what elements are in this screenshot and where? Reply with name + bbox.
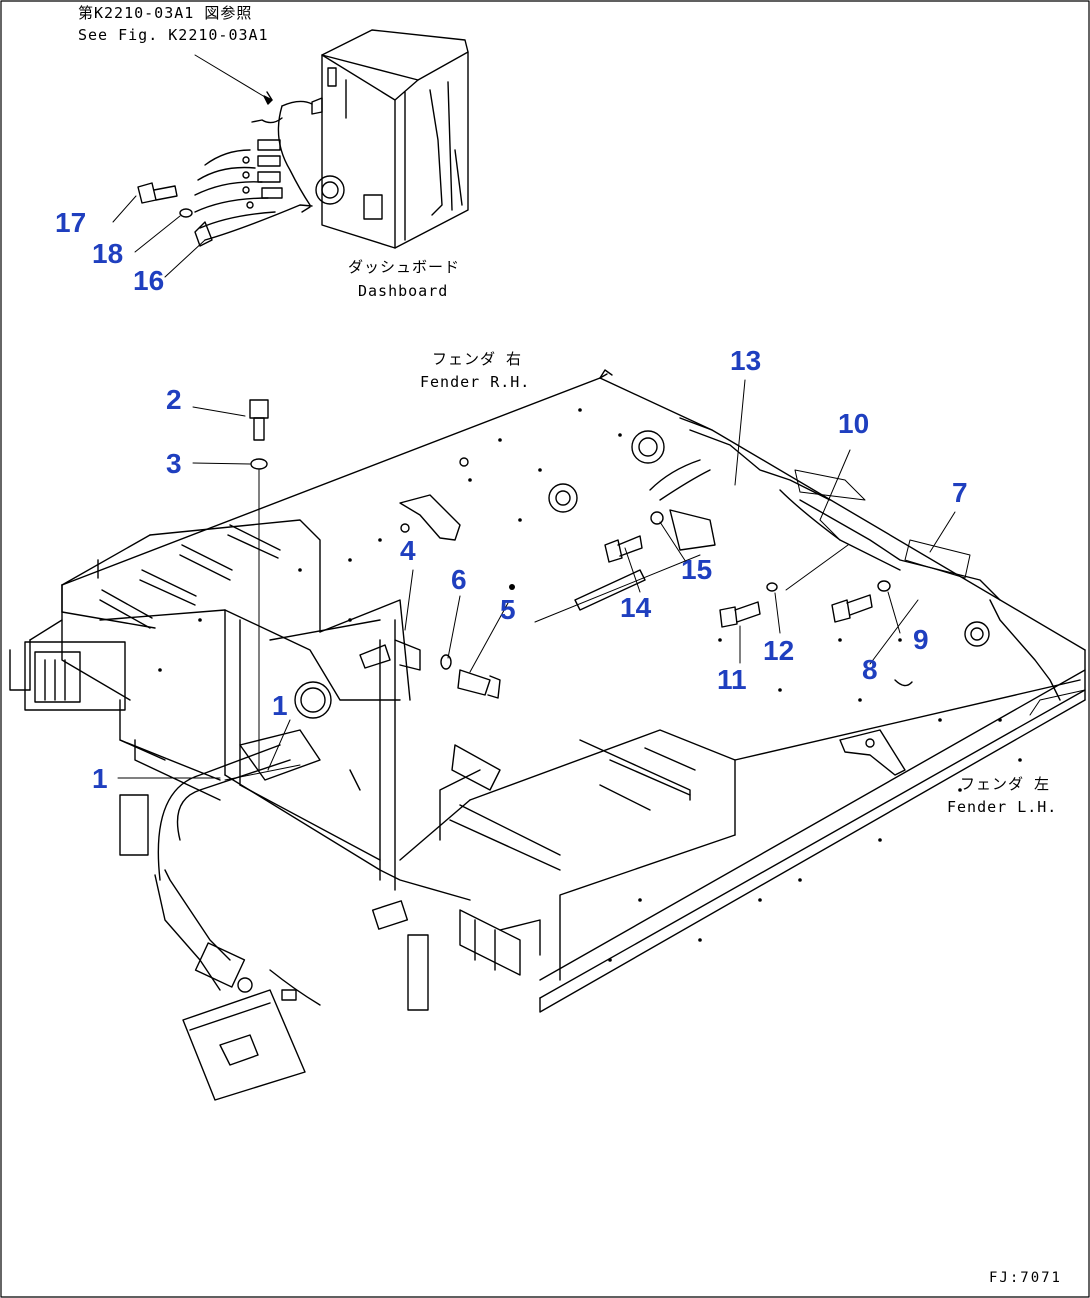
callout-1-lower: 1 (92, 763, 108, 794)
bolt-17 (137, 182, 193, 218)
fender-lh-label-en: Fender L.H. (947, 798, 1058, 816)
bolt-14 (604, 535, 643, 563)
dashboard-label-en: Dashboard (358, 282, 449, 300)
callout-8: 8 (862, 654, 878, 685)
reference-note-jp: 第K2210-03A1 図参照 (78, 4, 253, 22)
figure-id: FJ:7071 (988, 1270, 1062, 1286)
dashboard-label-jp: ダッシュボード (348, 258, 461, 276)
bolt-2 (249, 399, 269, 771)
callout-11: 11 (717, 664, 747, 695)
callout-2: 2 (166, 384, 182, 415)
fender-lh-label-jp: フェンダ 左 (960, 775, 1051, 793)
callout-3: 3 (166, 448, 182, 479)
callout-14: 14 (620, 592, 652, 623)
callout-12: 12 (763, 635, 795, 666)
dashboard-harness (194, 91, 313, 247)
bolt-11 (719, 582, 778, 628)
callout-1-upper: 1 (272, 690, 288, 721)
frame-holes (158, 408, 1022, 962)
reference-note-en: See Fig. K2210-03A1 (78, 26, 269, 44)
bolt-8 (831, 580, 913, 687)
fender-rh-label-en: Fender R.H. (420, 373, 531, 391)
callout-10: 10 (838, 408, 870, 439)
dashboard-unit (311, 29, 469, 249)
callout-9: 9 (913, 624, 929, 655)
callout-6: 6 (451, 564, 467, 595)
callout-13: 13 (730, 345, 762, 376)
fender-rh-label-jp: フェンダ 右 (432, 350, 523, 368)
callout-4: 4 (400, 535, 416, 566)
callout-5: 5 (500, 594, 516, 625)
callout-17: 17 (55, 207, 87, 238)
callout-7: 7 (952, 477, 968, 508)
callout-18: 18 (92, 238, 124, 269)
callout-16: 16 (133, 265, 165, 296)
callout-15: 15 (681, 554, 713, 585)
leader-lines (112, 195, 1086, 781)
floor-frame (9, 369, 1086, 1101)
bolt-5 (440, 654, 501, 699)
